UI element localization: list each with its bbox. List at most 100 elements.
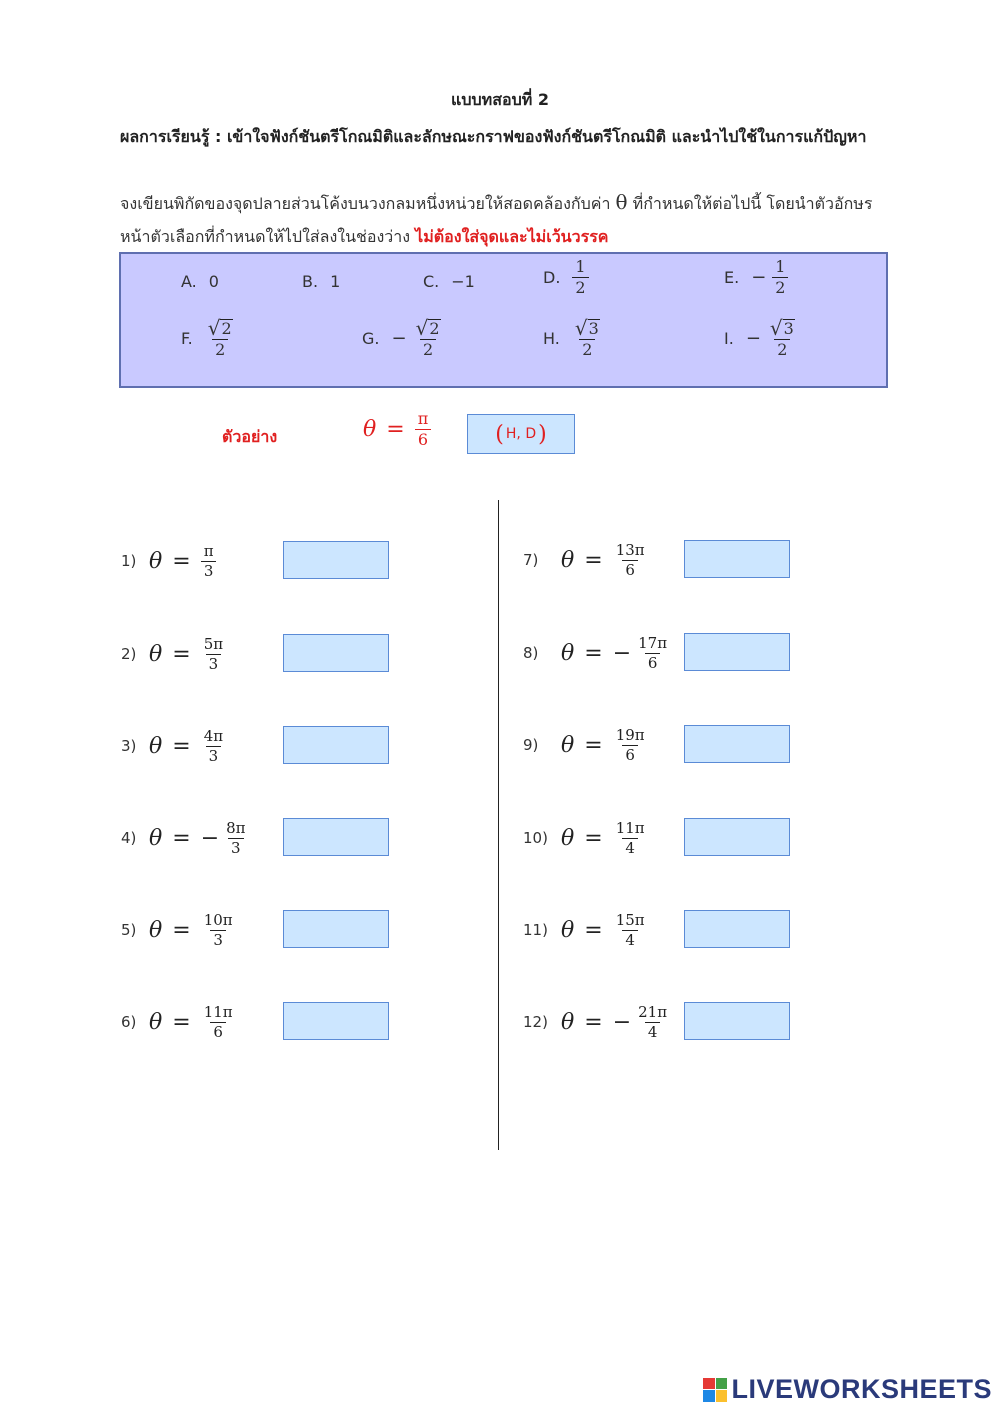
question-number: 1) — [121, 552, 137, 570]
worksheet-title: แบบทสอบที่ 2 — [451, 90, 549, 109]
choice-g: G. − √2 2 — [362, 318, 444, 359]
denominator: 4 — [644, 1021, 661, 1041]
equals-sign: = — [584, 547, 603, 573]
radicand: 2 — [428, 319, 441, 339]
answer-box-10[interactable] — [684, 818, 790, 856]
theta-symbol: θ — [561, 917, 575, 943]
choice-f-label: F. — [181, 328, 193, 348]
denominator: 6 — [210, 1021, 226, 1041]
theta-symbol: θ — [561, 640, 575, 666]
answer-box-11[interactable] — [684, 910, 790, 948]
answer-box-1[interactable] — [283, 541, 389, 579]
theta-symbol: θ — [149, 641, 163, 667]
question-number: 3) — [121, 737, 137, 755]
sqrt: √3 — [572, 318, 603, 339]
example-answer-box: ( H, D ) — [467, 414, 575, 454]
choice-c: C. −1 — [423, 272, 475, 291]
example-equation: θ = π 6 — [363, 410, 432, 448]
numerator: 4π — [203, 727, 224, 745]
answer-box-5[interactable] — [283, 910, 389, 948]
equals-sign: = — [584, 825, 603, 851]
example-fraction: π 6 — [414, 410, 432, 448]
theta-symbol: θ — [561, 825, 575, 851]
numerator: 17π — [638, 634, 668, 652]
choice-f: F. √2 2 — [181, 318, 236, 359]
radical-icon: √ — [207, 316, 221, 340]
theta-symbol: θ — [149, 1009, 163, 1035]
learning-outcome: ผลการเรียนรู้ : เข้าใจฟังก์ชันตรีโกณมิติ… — [120, 127, 867, 146]
brand-name: LIVEWORKSHEETS — [731, 1374, 992, 1404]
choice-i-label: I. — [724, 328, 734, 348]
minus-sign: − — [612, 1009, 632, 1035]
answer-box-3[interactable] — [283, 726, 389, 764]
minus-sign: − — [391, 327, 407, 349]
denominator: 2 — [579, 339, 596, 359]
choice-d: D. 1 2 — [543, 258, 589, 296]
answer-box-8[interactable] — [684, 633, 790, 671]
radical-icon: √ — [769, 316, 783, 340]
answer-box-2[interactable] — [283, 634, 389, 672]
choices-box: A. 0 B. 1 C. −1 D. 1 2 E. − 1 2 F. √2 2 … — [119, 252, 888, 388]
denominator: 6 — [622, 559, 638, 579]
denominator: 3 — [200, 560, 217, 580]
choice-d-label: D. — [543, 267, 561, 287]
choice-a-value: 0 — [208, 272, 219, 291]
equals-sign: = — [386, 416, 405, 442]
answer-box-6[interactable] — [283, 1002, 389, 1040]
numerator: 13π — [615, 541, 645, 559]
equals-sign: = — [172, 548, 191, 574]
choice-h-fraction: √3 2 — [572, 318, 603, 359]
numerator: 1 — [575, 257, 586, 276]
radical-icon: √ — [415, 316, 429, 340]
sqrt: √2 — [413, 318, 444, 339]
answer-box-9[interactable] — [684, 725, 790, 763]
radicand: 3 — [587, 319, 600, 339]
sqrt: √2 — [205, 318, 236, 339]
choice-c-label: C. — [423, 272, 440, 291]
instruction-text-2: ที่กำหนดให้ต่อไปนี้ โดยนำตัวอักษรหน้าตัว… — [120, 194, 873, 246]
answer-box-12[interactable] — [684, 1002, 790, 1040]
choice-f-fraction: √2 2 — [205, 318, 236, 359]
question-number: 4) — [121, 829, 137, 847]
question-number: 7) — [523, 551, 539, 569]
open-paren: ( — [495, 421, 504, 447]
question-number: 2) — [121, 645, 137, 663]
choice-g-fraction: √2 2 — [413, 318, 444, 359]
theta-symbol: θ — [149, 733, 163, 759]
choice-a-label: A. — [181, 272, 197, 291]
example-answer: H, D — [505, 426, 537, 442]
answer-box-7[interactable] — [684, 540, 790, 578]
answer-box-4[interactable] — [283, 818, 389, 856]
question-number: 10) — [523, 829, 548, 847]
choice-b-label: B. — [302, 272, 319, 291]
numerator: 11π — [203, 1003, 233, 1021]
minus-sign: − — [751, 266, 767, 288]
choice-i-fraction: √3 2 — [767, 318, 798, 359]
denominator: 4 — [622, 837, 638, 857]
choice-e-fraction: 1 2 — [772, 257, 789, 296]
numerator: 1 — [775, 257, 786, 276]
equals-sign: = — [584, 640, 603, 666]
theta-symbol: θ — [363, 416, 377, 442]
question-number: 9) — [523, 736, 539, 754]
